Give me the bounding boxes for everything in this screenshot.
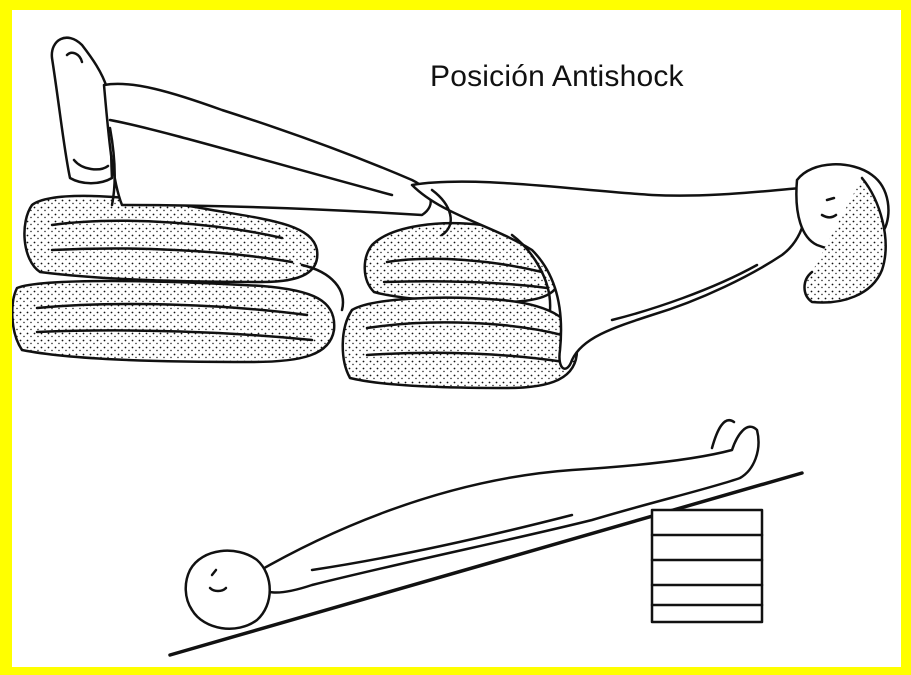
head-upper xyxy=(796,164,888,302)
support-block xyxy=(652,510,762,622)
illustration-canvas: Posición Antishock xyxy=(12,10,901,667)
raised-legs xyxy=(52,38,431,215)
blanket-stack-left xyxy=(12,196,343,362)
antishock-illustration xyxy=(12,10,901,667)
lower-scene xyxy=(170,420,802,655)
head-lower xyxy=(186,551,270,629)
upper-scene xyxy=(12,38,888,388)
